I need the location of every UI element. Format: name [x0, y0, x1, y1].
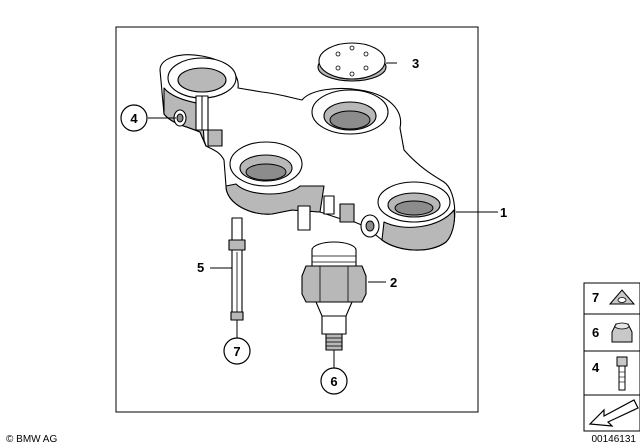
- copyright-text: © BMW AG: [6, 434, 57, 445]
- nut-icon: [611, 322, 633, 343]
- callout-3: 3: [412, 56, 419, 71]
- callout-7: 7: [223, 337, 251, 365]
- leader-lines: [148, 62, 498, 370]
- bolt-icon: [616, 356, 628, 391]
- svg-text:6: 6: [330, 374, 337, 389]
- legend-item-4[interactable]: 4: [592, 356, 628, 391]
- arrow-icon: [588, 399, 639, 427]
- svg-text:4: 4: [592, 360, 600, 375]
- svg-text:2: 2: [390, 275, 397, 290]
- clip-washer-icon: [608, 289, 636, 305]
- legend-panel: 7 6 4: [583, 282, 640, 432]
- callout-6: 6: [320, 367, 348, 395]
- part-cover-cap[interactable]: [317, 42, 387, 82]
- callout-4: 4: [120, 104, 148, 132]
- main-frame: [115, 26, 479, 413]
- svg-text:6: 6: [592, 325, 599, 340]
- callout-5: 5: [197, 260, 204, 275]
- svg-text:5: 5: [197, 260, 204, 275]
- legend-item-7[interactable]: 7: [592, 289, 636, 305]
- svg-text:1: 1: [500, 205, 507, 220]
- svg-text:7: 7: [592, 290, 599, 305]
- part-stem-adjuster[interactable]: [301, 241, 367, 351]
- svg-text:7: 7: [233, 344, 240, 359]
- callout-2: 2: [390, 275, 397, 290]
- drawing-number: 00146131: [592, 434, 637, 445]
- svg-text:3: 3: [412, 56, 419, 71]
- legend-item-6[interactable]: 6: [592, 322, 633, 343]
- svg-text:4: 4: [130, 111, 138, 126]
- part-fork-bridge[interactable]: [159, 54, 456, 251]
- callout-1: 1: [500, 205, 507, 220]
- part-pin[interactable]: [228, 217, 246, 321]
